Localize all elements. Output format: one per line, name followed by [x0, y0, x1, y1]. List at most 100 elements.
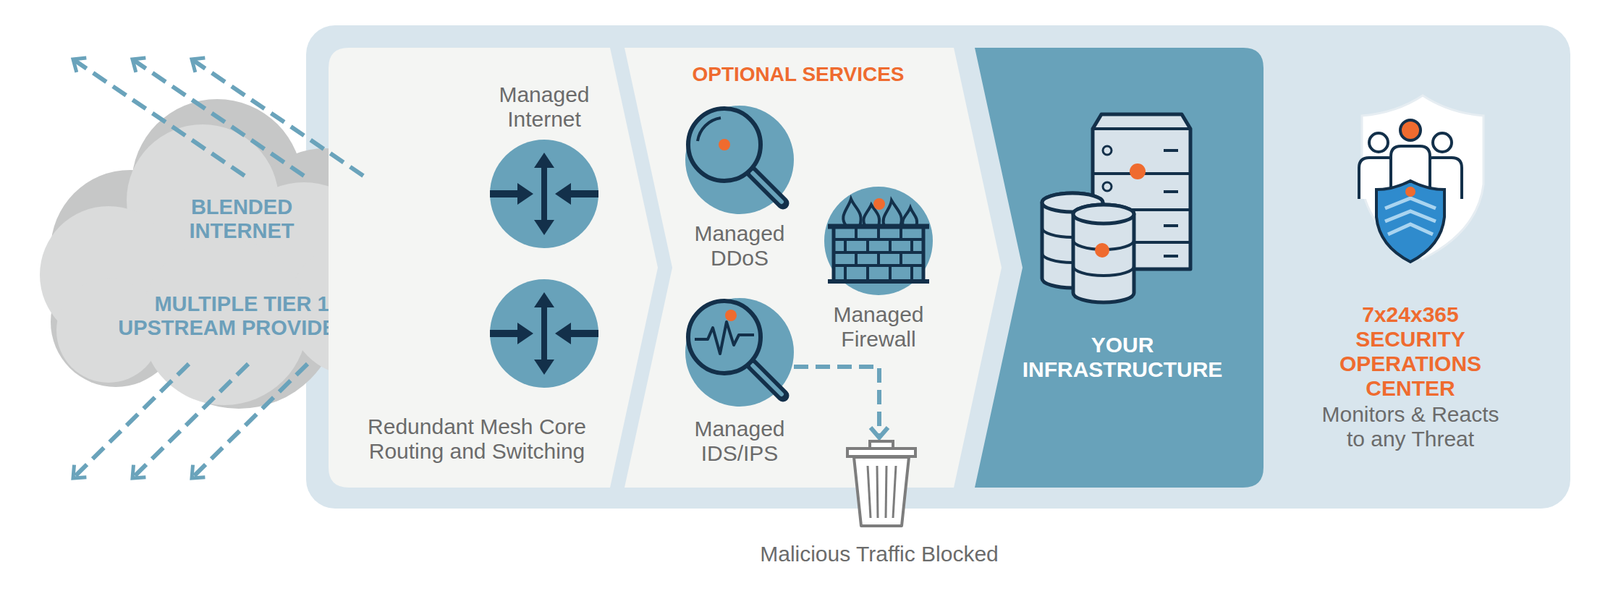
node-label: Managed Internet	[489, 82, 599, 132]
router-icon	[489, 190, 520, 198]
router-icon	[489, 329, 520, 338]
database-icon	[1042, 193, 1103, 289]
soc-icon	[1390, 146, 1430, 190]
ddos-magnifier-icon	[749, 170, 783, 204]
ids-magnifier-icon	[749, 362, 783, 396]
firewall-icon	[863, 204, 880, 227]
server-icon	[1092, 208, 1191, 212]
trash-icon	[877, 466, 878, 519]
ids-magnifier-icon	[725, 309, 737, 322]
firewall-icon	[866, 265, 870, 282]
firewall-icon	[888, 239, 892, 253]
ids-magnifier-icon	[752, 365, 782, 395]
router-icon	[568, 190, 599, 198]
firewall-icon	[899, 226, 903, 240]
firewall-icon	[877, 226, 880, 240]
database-icon	[1073, 204, 1134, 224]
node-label: OPTIONAL SERVICES	[646, 62, 951, 87]
firewall-icon	[827, 279, 930, 284]
ids-magnifier-icon	[694, 322, 755, 354]
router-icon	[517, 183, 534, 205]
node-label: Managed IDS/IPS	[685, 416, 794, 467]
server-icon	[1102, 182, 1112, 192]
infrastructure-panel-outline	[974, 47, 1264, 488]
service-circle: Managed Firewall	[824, 186, 933, 352]
router-icon	[555, 183, 571, 205]
database-icon	[1042, 193, 1103, 213]
router-icon	[534, 359, 555, 375]
firewall-icon	[873, 198, 886, 210]
traffic-arrow	[191, 59, 364, 176]
traffic-arrow	[132, 363, 249, 479]
soc-icon	[1359, 95, 1484, 262]
trash-icon	[847, 448, 916, 457]
soc-icon	[1405, 186, 1416, 197]
soc-icon	[1376, 180, 1445, 262]
panel-shape	[624, 47, 1002, 488]
router-icon	[489, 279, 599, 388]
services-panel-outline	[624, 47, 1002, 488]
trash-icon	[892, 466, 896, 519]
router-icon	[489, 139, 599, 249]
database-icon	[1073, 266, 1134, 276]
database-icon	[1042, 253, 1103, 263]
soc-icon	[1432, 133, 1452, 152]
trash-icon	[885, 466, 887, 519]
server-icon	[1092, 114, 1191, 270]
service-circle-shape	[824, 186, 933, 296]
router-icon	[517, 322, 534, 345]
services-panel: OPTIONAL SERVICESManaged DDoSManaged Fir…	[624, 47, 1002, 488]
node-label: 7x24x365 SECURITY OPERATIONS CENTER	[1327, 302, 1494, 401]
firewall-icon	[843, 265, 847, 282]
server-icon	[1092, 114, 1191, 270]
ddos-magnifier-icon	[688, 108, 783, 204]
soc-icon	[1359, 157, 1397, 200]
firewall-icon	[833, 226, 924, 282]
firewall-icon	[833, 251, 924, 255]
outer-band	[306, 25, 1571, 509]
firewall-icon	[910, 265, 914, 282]
soc-icon	[1361, 95, 1484, 260]
firewall-icon	[866, 239, 870, 253]
infrastructure-panel: YOUR INFRASTRUCTURE	[974, 47, 1264, 488]
router-icon	[568, 329, 599, 338]
router-icon	[541, 303, 548, 364]
firewall-icon	[854, 252, 858, 266]
database-icon	[1073, 204, 1134, 303]
database-icon	[1042, 227, 1103, 238]
trash-icon	[847, 441, 916, 527]
ids-magnifier-icon	[688, 301, 761, 374]
database-icon	[1073, 240, 1134, 250]
traffic-arrow	[73, 59, 245, 176]
dashed-connector	[793, 366, 880, 438]
firewall-icon	[843, 199, 861, 227]
server-icon	[1163, 224, 1179, 228]
router-icon	[534, 292, 555, 308]
server-icon	[1129, 163, 1146, 180]
router-icon	[489, 279, 599, 388]
service-circle: Managed IDS/IPS	[685, 298, 794, 464]
firewall-icon	[888, 265, 892, 282]
server-icon	[1092, 172, 1191, 176]
firewall-icon	[827, 224, 930, 230]
database-icon	[1094, 243, 1110, 258]
blocked-traffic-node: Malicious Traffic Blocked	[741, 437, 1017, 572]
panel-shape	[974, 47, 1264, 488]
node-label: Redundant Mesh Core Routing and Switchin…	[353, 414, 600, 464]
panel-shape	[328, 47, 658, 488]
node-label: BLENDED INTERNET	[158, 195, 325, 244]
node-label: YOUR INFRASTRUCTURE	[1006, 332, 1239, 383]
firewall-icon	[833, 238, 924, 241]
service-circle-outline	[685, 105, 794, 271]
server-icon	[1163, 190, 1179, 194]
soc-icon	[1423, 157, 1462, 200]
router-icon	[489, 139, 599, 249]
ddos-magnifier-icon	[697, 117, 721, 142]
internet-arrows	[73, 59, 364, 479]
trash-icon	[853, 457, 909, 527]
ddos-magnifier-icon	[718, 138, 731, 151]
